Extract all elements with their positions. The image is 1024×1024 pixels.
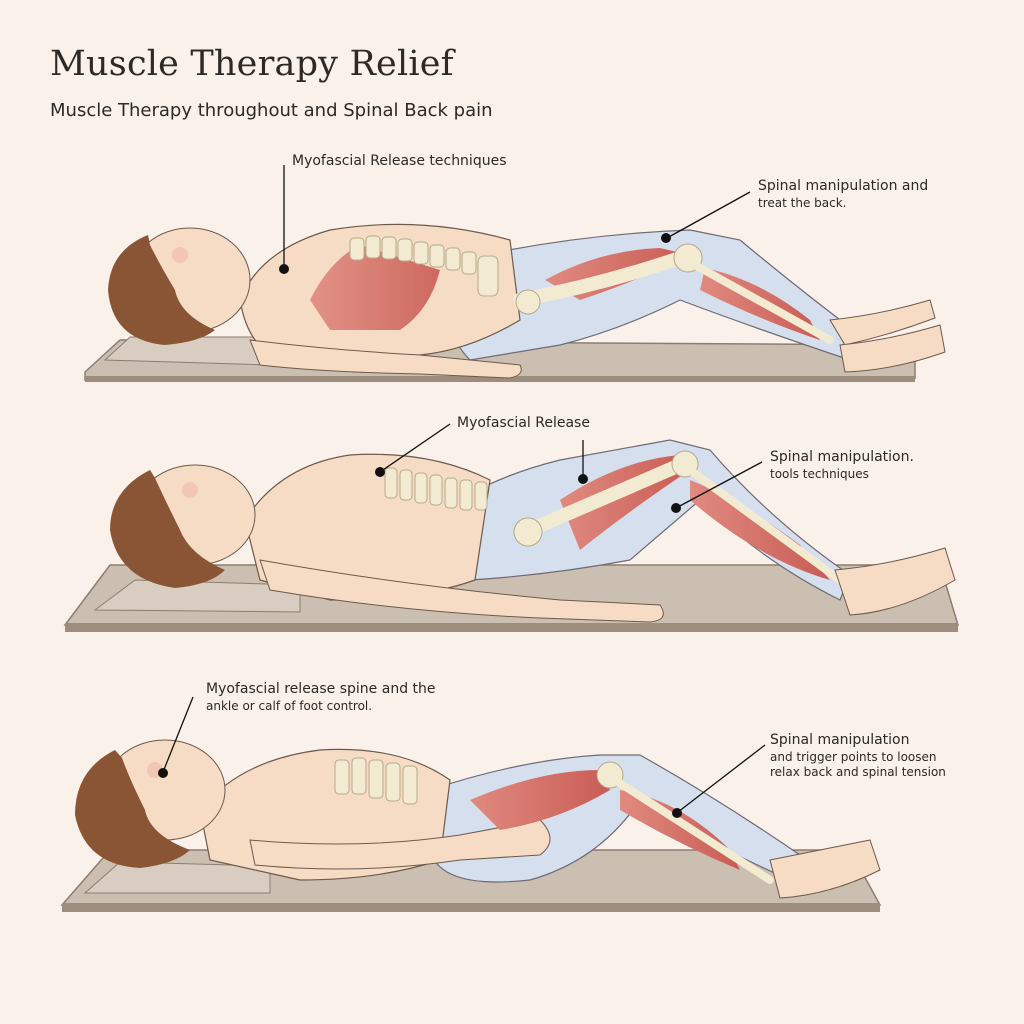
page-subtitle: Muscle Therapy throughout and Spinal Bac… [50, 100, 493, 121]
callout-spinal-3: Spinal manipulation and trigger points t… [770, 732, 946, 779]
callout-spinal-1: Spinal manipulation and treat the back. [758, 178, 929, 210]
figure-panel-3 [60, 696, 882, 912]
callout-spinal-2: Spinal manipulation. tools techniques [770, 449, 914, 481]
callout-myofascial-2: Myofascial Release [457, 415, 590, 431]
callout-myofascial-3: Myofascial release spine and the ankle o… [206, 681, 436, 713]
page-title: Muscle Therapy Relief [50, 44, 454, 84]
figure-panel-2 [63, 423, 960, 632]
figure-panel-1 [84, 165, 946, 382]
callout-myofascial-1: Myofascial Release techniques [292, 153, 507, 169]
